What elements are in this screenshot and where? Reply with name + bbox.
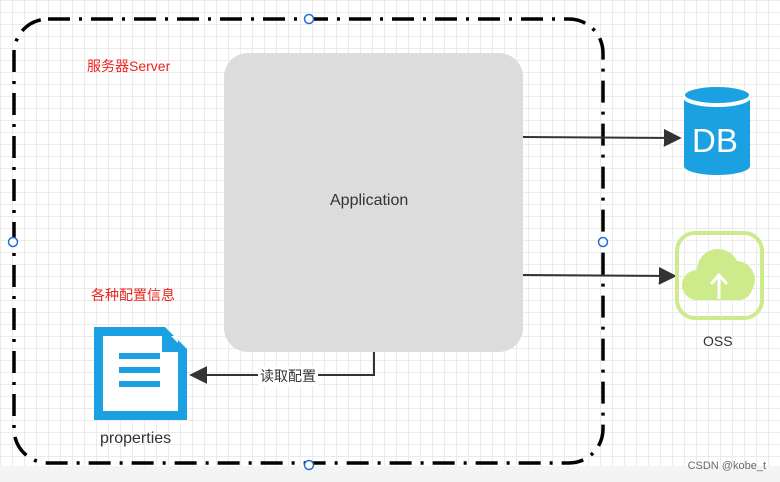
oss-cloud-icon[interactable] bbox=[675, 231, 764, 320]
arrow-app-to-oss[interactable] bbox=[522, 266, 677, 285]
arrow-app-to-db[interactable] bbox=[522, 128, 682, 147]
application-box[interactable] bbox=[224, 53, 523, 352]
config-info-label: 各种配置信息 bbox=[91, 287, 175, 303]
handle-bottom bbox=[303, 459, 315, 471]
csdn-watermark: CSDN @kobe_t bbox=[687, 460, 766, 472]
footer-bar bbox=[0, 466, 780, 482]
read-config-label: 读取配置 bbox=[258, 366, 318, 386]
properties-label: properties bbox=[100, 430, 172, 447]
handle-right bbox=[597, 236, 609, 248]
arrow-read-config[interactable] bbox=[189, 352, 375, 384]
oss-label: OSS bbox=[703, 333, 733, 349]
selection-handles[interactable] bbox=[7, 13, 609, 471]
db-label: DB bbox=[692, 122, 738, 159]
properties-document-icon[interactable] bbox=[94, 327, 187, 420]
handle-top bbox=[303, 13, 315, 25]
server-title: 服务器Server bbox=[87, 58, 171, 74]
application-label: Application bbox=[330, 192, 409, 209]
handle-left bbox=[7, 236, 19, 248]
db-cylinder-icon[interactable] bbox=[683, 85, 751, 175]
